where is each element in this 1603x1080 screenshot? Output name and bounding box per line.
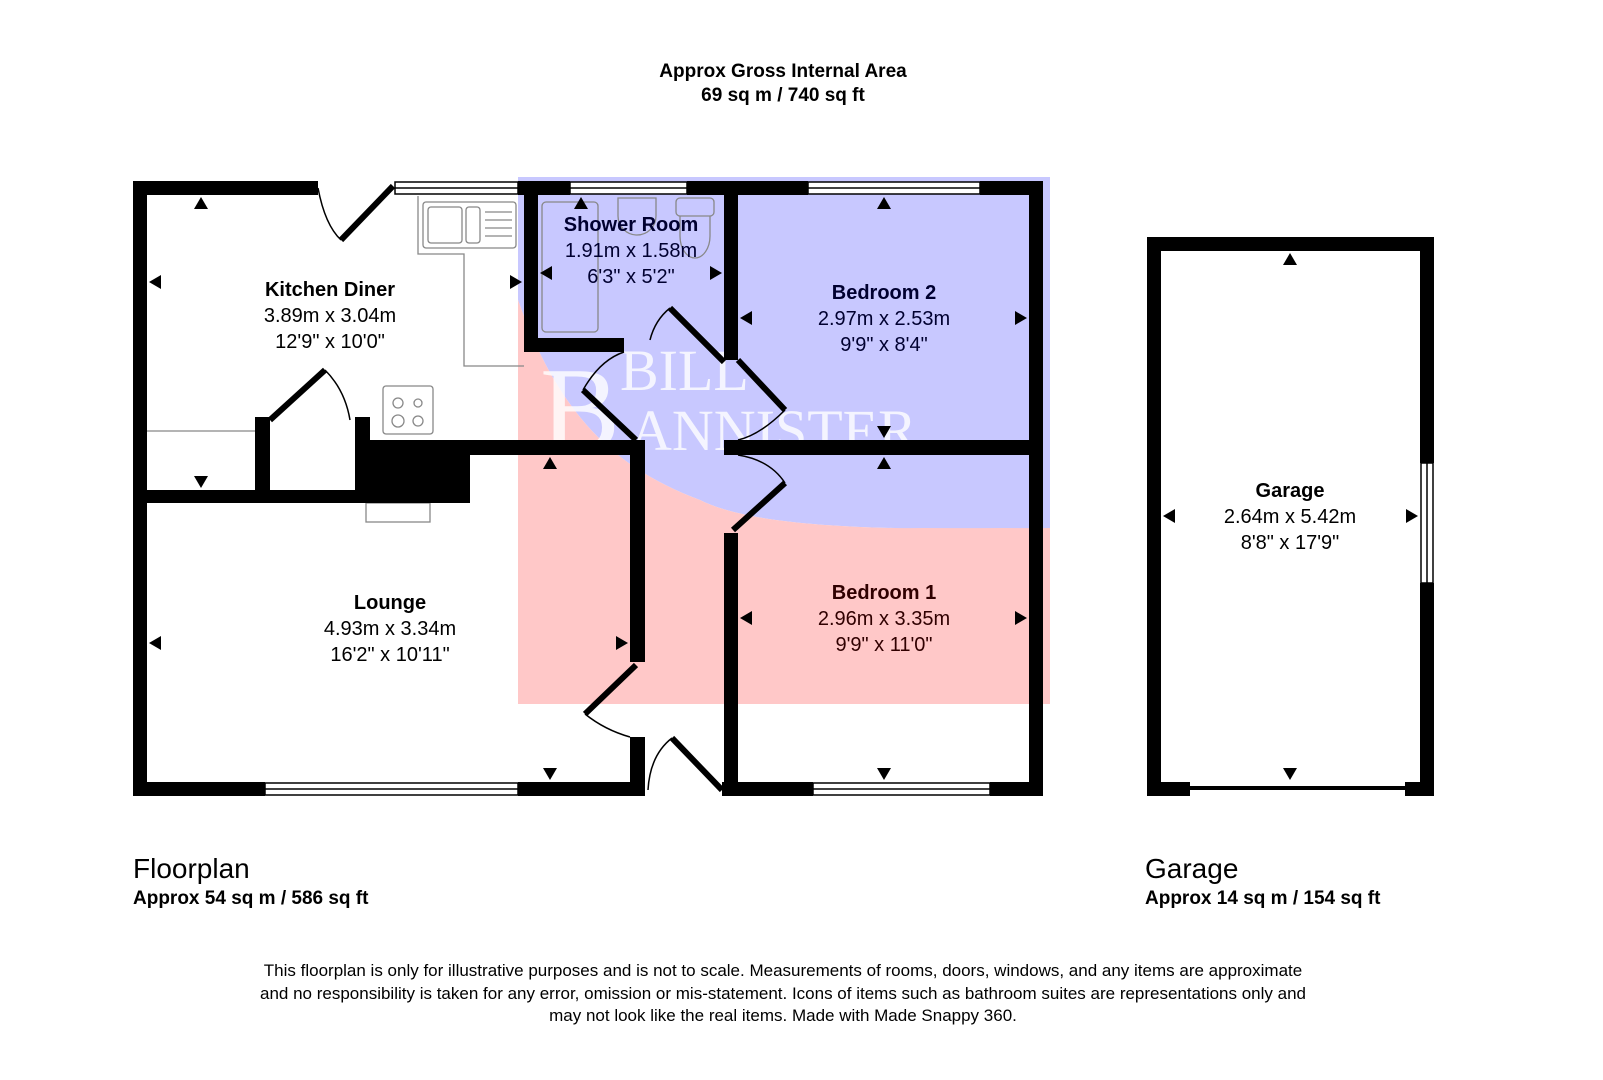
bath-icon (541, 201, 599, 333)
room-metric: 2.64m x 5.42m (1223, 506, 1357, 528)
section-name: Floorplan (133, 853, 250, 884)
room-name: Lounge (353, 592, 427, 614)
dimension-arrows (149, 197, 1418, 780)
room-imperial: 12'9" x 10'0" (275, 331, 385, 353)
room-metric: 2.97m x 2.53m (817, 308, 951, 330)
gross-area-title: Approx Gross Internal Area (659, 61, 907, 82)
bathroom-fixtures (541, 197, 715, 333)
disclaimer-line: and no responsibility is taken for any e… (260, 983, 1306, 1003)
gross-area-heading: Approx Gross Internal Area 69 sq m / 740… (0, 60, 1566, 108)
room-name: Bedroom 1 (831, 582, 937, 604)
room-name: Bedroom 2 (831, 282, 937, 304)
doors (267, 183, 788, 793)
room-label-bedroom-2: Bedroom 2 2.97m x 2.53m 9'9" x 8'4" (818, 280, 950, 358)
floorplan-section-label: Floorplan Approx 54 sq m / 586 sq ft (133, 852, 368, 912)
kitchen-fixtures (147, 196, 524, 523)
room-metric: 4.93m x 3.34m (323, 618, 457, 640)
room-imperial: 6'3" x 5'2" (587, 266, 675, 288)
room-metric: 1.91m x 1.58m (564, 240, 698, 262)
room-imperial: 9'9" x 8'4" (840, 334, 928, 356)
sink-icon (422, 201, 517, 249)
room-name: Kitchen Diner (264, 279, 396, 301)
disclaimer-line: may not look like the real items. Made w… (549, 1006, 1017, 1025)
room-imperial: 16'2" x 10'11" (330, 644, 450, 666)
room-label-shower-room: Shower Room 1.91m x 1.58m 6'3" x 5'2" (564, 212, 698, 290)
section-area: Approx 54 sq m / 586 sq ft (133, 888, 369, 909)
walls (133, 181, 1434, 796)
gross-area-value: 69 sq m / 740 sq ft (701, 85, 865, 106)
toilet-icon (675, 197, 715, 217)
room-label-kitchen-diner: Kitchen Diner 3.89m x 3.04m 12'9" x 10'0… (264, 277, 396, 355)
room-label-lounge: Lounge 4.93m x 3.34m 16'2" x 10'11" (324, 590, 456, 668)
room-name: Shower Room (563, 214, 699, 236)
room-label-garage: Garage 2.64m x 5.42m 8'8" x 17'9" (1224, 478, 1356, 556)
basin-icon (617, 197, 657, 236)
room-imperial: 8'8" x 17'9" (1240, 532, 1340, 554)
section-area: Approx 14 sq m / 154 sq ft (1145, 888, 1381, 909)
disclaimer-line: This floorplan is only for illustrative … (263, 961, 1303, 980)
disclaimer: This floorplan is only for illustrative … (0, 960, 1566, 1028)
room-name: Garage (1255, 480, 1325, 502)
room-imperial: 9'9" x 11'0" (835, 634, 933, 656)
room-metric: 2.96m x 3.35m (817, 608, 951, 630)
hob-icon (382, 385, 434, 435)
room-metric: 3.89m x 3.04m (263, 305, 397, 327)
room-label-bedroom-1: Bedroom 1 2.96m x 3.35m 9'9" x 11'0" (818, 580, 950, 658)
section-name: Garage (1145, 853, 1239, 884)
garage-section-label: Garage Approx 14 sq m / 154 sq ft (1145, 852, 1380, 912)
